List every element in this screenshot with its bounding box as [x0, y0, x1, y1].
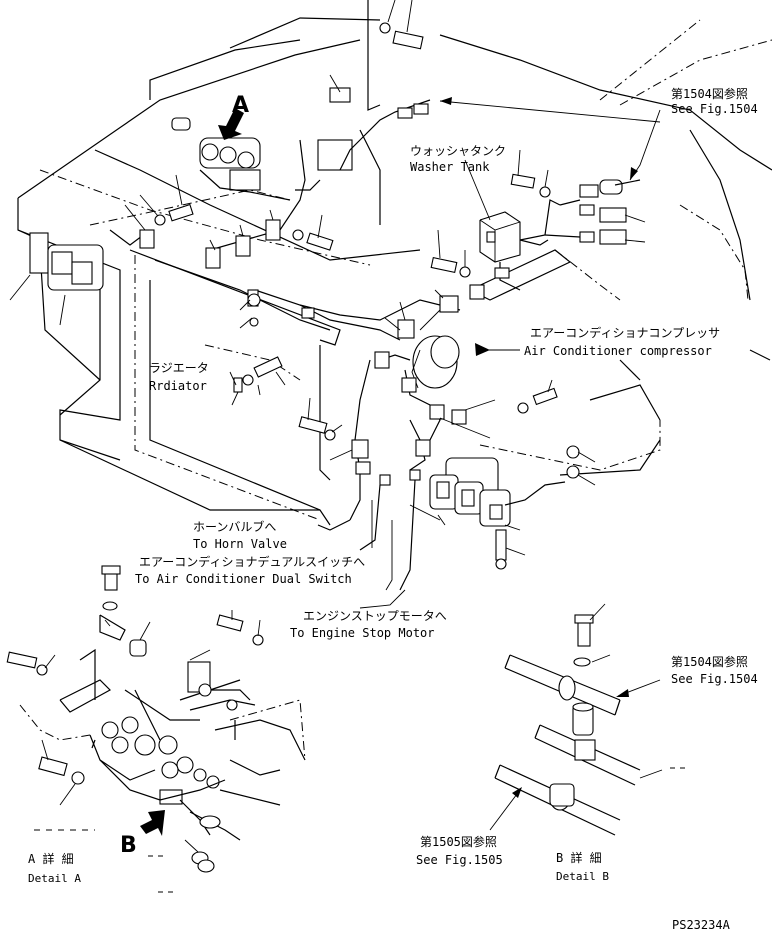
detail-a-jp: A 詳 細 — [28, 851, 74, 866]
horn-valve-jp: ホーンバルブへ — [193, 519, 276, 534]
detail-b-drawing — [489, 603, 690, 836]
detail-a-en: Detail A — [28, 872, 81, 885]
destination-callouts: ホーンバルブへ To Horn Valve エアーコンディショナデュアルスイッチ… — [135, 500, 447, 640]
see-1504-top-en: See Fig.1504 — [671, 102, 758, 116]
detail-b-jp: B 詳 細 — [556, 850, 602, 865]
dual-switch-en: To Air Conditioner Dual Switch — [135, 572, 352, 586]
compressor-harness: エアーコンディショナコンプレッサ Air Conditioner compres… — [239, 284, 720, 486]
see-1504-top-jp: 第1504図参照 — [671, 86, 748, 101]
detail-b-captions: 第1504図参照 See Fig.1504 第1505図参照 See Fig.1… — [416, 654, 758, 883]
view-arrow-a: A — [218, 93, 249, 140]
washer-tank: ウォッシャタンク Washer Tank — [410, 144, 572, 301]
stop-motor-en: To Engine Stop Motor — [290, 626, 435, 640]
main-frame-outline — [17, 17, 772, 526]
radiator-jp: ラジエータ — [149, 361, 209, 375]
aircon-comp-en: Air Conditioner compressor — [524, 344, 712, 358]
washer-tank-jp: ウォッシャタンク — [410, 144, 506, 158]
horn-valve-en: To Horn Valve — [193, 537, 287, 551]
detail-b-en: Detail B — [556, 870, 609, 883]
stop-motor-jp: エンジンストップモータへ — [303, 609, 447, 623]
see-1504-bot-jp: 第1504図参照 — [671, 654, 748, 669]
detail-a-caption: A 詳 細 Detail A — [28, 829, 175, 893]
callout-see-1504-top: 第1504図参照 See Fig.1504 — [439, 86, 758, 181]
upper-right-connectors — [519, 179, 646, 245]
radiator-en: Rrdiator — [149, 379, 207, 393]
radiator-area: ラジエータ Rrdiator — [149, 356, 343, 441]
right-lamp-assembly — [409, 457, 566, 570]
upper-harness — [89, 0, 431, 269]
aircon-comp-jp: エアーコンディショナコンプレッサ — [530, 325, 720, 340]
drawing-number: PS23234A — [672, 918, 731, 932]
washer-tank-en: Washer Tank — [410, 160, 490, 174]
view-arrow-b: B — [120, 810, 165, 858]
left-lamp-assembly — [9, 232, 104, 326]
detail-a-drawing — [6, 565, 306, 873]
arrow-a-label: A — [232, 93, 249, 118]
arrow-b-label: B — [120, 833, 137, 858]
see-1505-jp: 第1505図参照 — [420, 834, 497, 849]
lower-harness — [317, 359, 431, 591]
see-1505-en: See Fig.1505 — [416, 853, 503, 867]
see-1504-bot-en: See Fig.1504 — [671, 672, 758, 686]
dual-switch-jp: エアーコンディショナデュアルスイッチへ — [139, 554, 365, 569]
